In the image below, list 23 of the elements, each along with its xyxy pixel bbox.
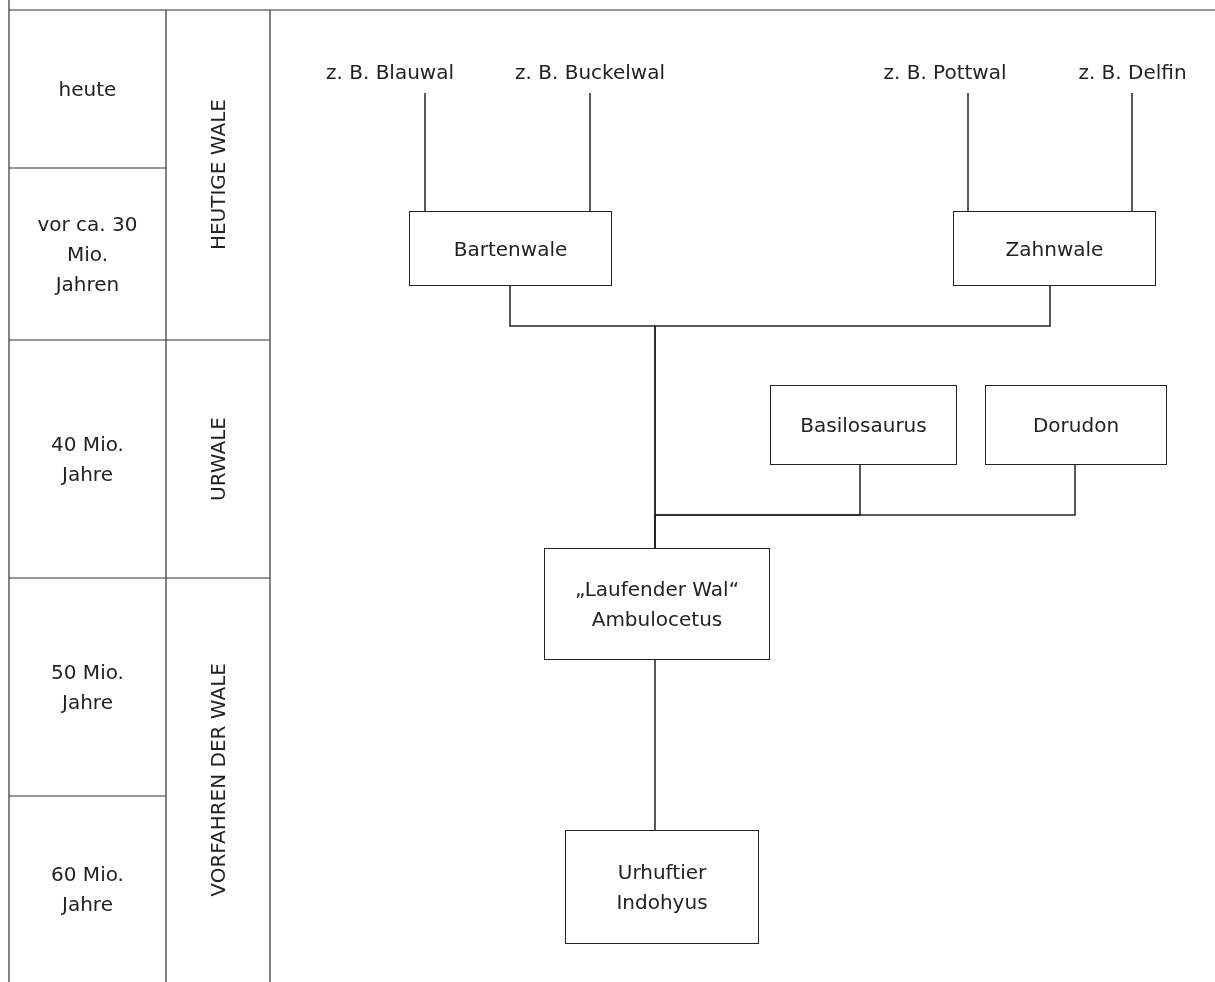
time-label: 60 Mio. Jahre [50, 861, 125, 918]
species-label: z. B. Delfin [1060, 60, 1205, 84]
era-label: VORFAHREN DER WALE [205, 663, 231, 897]
species-label: z. B. Blauwal [310, 60, 470, 84]
taxon-box: „Laufender Wal“ Ambulocetus [544, 548, 770, 660]
branch-line [589, 92, 591, 212]
time-label: 50 Mio. Jahre [50, 659, 125, 716]
era-label: HEUTIGE WALE [205, 99, 231, 251]
taxon-box: Zahnwale [953, 211, 1156, 286]
branch-line [424, 92, 426, 212]
species-label: z. B. Pottwal [865, 60, 1025, 84]
branch-line [654, 659, 656, 831]
era-label: URWALE [205, 417, 231, 501]
time-label: vor ca. 30 Mio. Jahren [36, 211, 139, 298]
branch-line [1131, 92, 1133, 212]
time-label: 40 Mio. Jahre [50, 431, 125, 488]
taxon-box: Urhuftier Indohyus [565, 830, 759, 944]
time-label: heute [57, 76, 118, 103]
branch-line [967, 92, 969, 212]
taxon-box: Dorudon [985, 385, 1167, 465]
taxon-box: Bartenwale [409, 211, 612, 286]
species-label: z. B. Buckelwal [495, 60, 685, 84]
taxon-box: Basilosaurus [770, 385, 957, 465]
